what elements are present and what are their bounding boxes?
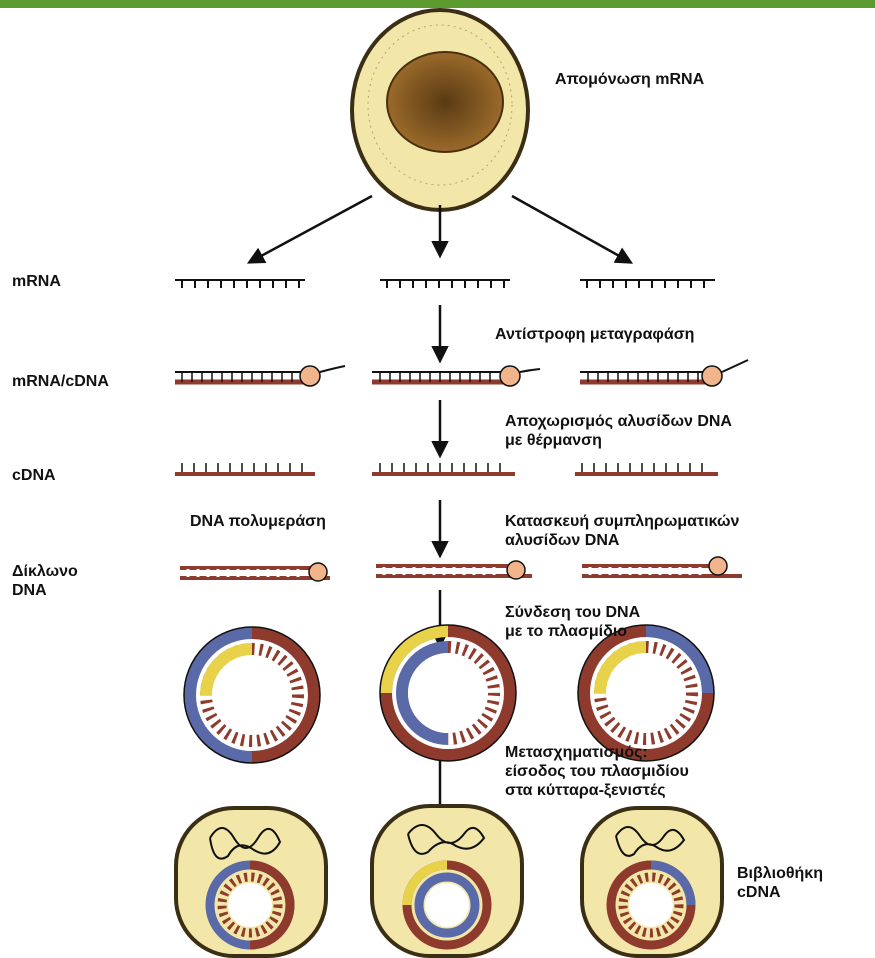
hybrid-2	[372, 366, 540, 386]
label-step-rt: Αντίστροφη μεταγραφάση	[495, 325, 694, 344]
plasmid-2	[380, 625, 516, 761]
cdna-strand-1	[175, 463, 315, 474]
cdna-strand-3	[575, 463, 718, 474]
mrna-strand-1	[175, 280, 305, 288]
label-row-mrna: mRNA	[12, 272, 61, 291]
host-cell-3	[582, 808, 722, 956]
dsdna-3	[582, 557, 742, 576]
label-row-cdna: cDNA	[12, 466, 56, 485]
plasmid-1	[184, 627, 320, 763]
label-step-ligation: Σύνδεση του DNA με το πλασμίδιο	[505, 603, 640, 641]
cdna-strand-2	[372, 463, 515, 474]
label-row-double: Δίκλωνο DNA	[12, 562, 78, 600]
host-cell-2	[372, 806, 522, 956]
dsdna-2	[376, 561, 532, 579]
label-step-transformation: Μετασχηματισμός: είσοδος του πλασμιδίου …	[505, 743, 689, 800]
label-step-polymerase: DNA πολυμεράση	[190, 512, 326, 531]
hybrid-3	[580, 360, 748, 386]
arrow-right	[512, 196, 630, 262]
label-row-hybrid: mRNA/cDNA	[12, 372, 109, 391]
nucleus	[387, 52, 503, 152]
label-isolation: Απομόνωση mRNA	[555, 70, 704, 89]
label-step-separation: Αποχωρισμός αλυσίδων DNA με θέρμανση	[505, 412, 732, 450]
dsdna-1	[180, 563, 330, 581]
host-cell-1	[176, 808, 326, 956]
hybrid-1	[175, 366, 345, 386]
label-library: Βιβλιοθήκη cDNA	[737, 864, 823, 902]
plasmid-3	[578, 625, 714, 761]
arrow-left	[250, 196, 372, 262]
mrna-strand-2	[380, 280, 510, 288]
eukaryotic-cell	[352, 10, 528, 210]
mrna-strand-3	[580, 280, 715, 288]
label-step-complementary: Κατασκευή συμπληρωματικών αλυσίδων DNA	[505, 512, 739, 550]
